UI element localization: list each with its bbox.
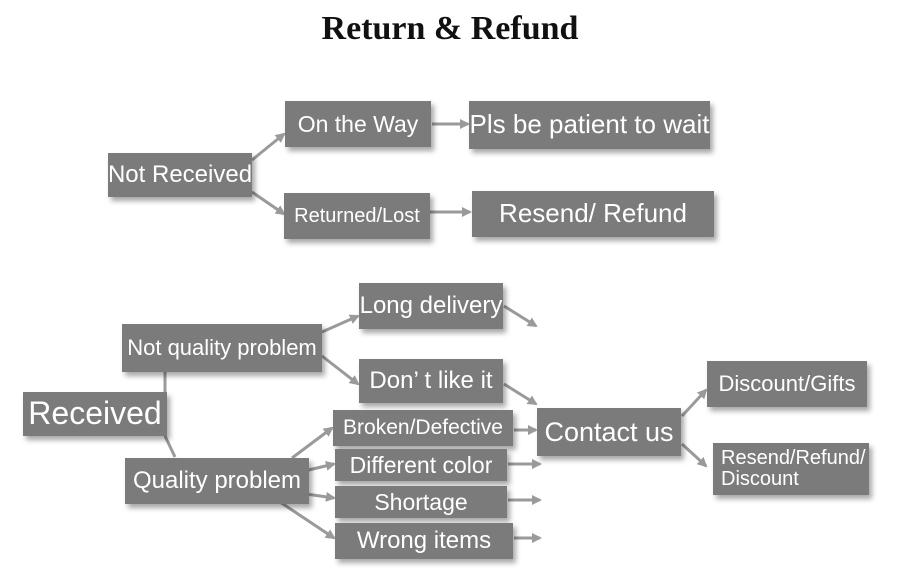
node-resend-refund-discount: Resend/Refund/ Discount (713, 443, 869, 495)
page-title: Return & Refund (321, 10, 579, 47)
arrow-long-out (503, 304, 538, 328)
node-shortage: Shortage (335, 486, 507, 518)
arrow-quality-broken (291, 426, 334, 460)
node-discount-gifts: Discount/Gifts (707, 361, 867, 407)
arrow-contact-resend (680, 442, 708, 468)
node-returned-lost: Returned/Lost (284, 193, 430, 239)
node-contact-us: Contact us (537, 408, 681, 456)
node-dont-like-it: Don’ t like it (359, 359, 503, 403)
node-not-quality-problem: Not quality problem (122, 324, 322, 372)
arrow-notquality-dontlike (321, 354, 360, 386)
node-long-delivery: Long delivery (359, 283, 503, 329)
line-received-quality (163, 435, 177, 458)
node-pls-be-patient: Pls be patient to wait (469, 101, 710, 149)
node-on-the-way: On the Way (285, 101, 431, 147)
node-resend-refund: Resend/ Refund (472, 191, 714, 237)
node-received: Received (23, 392, 167, 436)
node-broken-defective: Broken/Defective (333, 410, 513, 446)
arrow-contact-discount (680, 388, 708, 418)
arrow-notquality-long (321, 314, 360, 334)
arrow-quality-wrong (279, 500, 336, 540)
arrow-notreceived-returned (251, 190, 286, 216)
node-wrong-items: Wrong items (335, 523, 513, 559)
node-quality-problem: Quality problem (125, 458, 309, 504)
node-different-color: Different color (335, 449, 507, 481)
arrow-quality-shortage (305, 491, 336, 502)
arrow-dontlike-contact (503, 382, 538, 406)
node-not-received: Not Received (108, 153, 252, 197)
arrow-notreceived-ontheway (251, 132, 286, 162)
